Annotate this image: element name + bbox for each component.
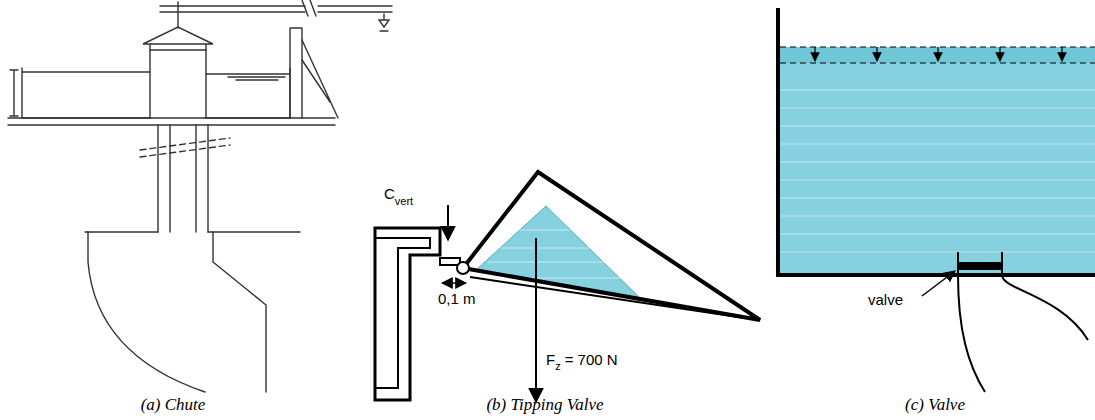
dimension-line [10,70,18,116]
water-lines [780,90,1095,252]
tank-water [780,47,1095,273]
force-symbol: C [384,186,395,203]
water-lines [488,230,625,278]
tank-valve [778,8,1095,392]
valve-disc [958,262,1002,270]
force-arrow [447,205,449,240]
break-line [140,138,230,157]
level-arrow [814,47,815,61]
vent-rod [177,2,178,28]
level-arrow [937,47,938,61]
force-value: = 700 N [565,352,618,369]
level-arrow [1061,47,1062,61]
level-lines [780,47,1095,63]
force-subscript: z [555,360,561,372]
level-arrows [815,47,1062,61]
support-post [375,228,440,400]
force-subscript: vert [395,195,413,207]
weight-arrow [535,238,537,402]
post [290,28,302,118]
left-tank [22,68,150,118]
pipe-stub [958,252,1002,275]
part-label: valve [868,292,903,309]
pin-plate [440,258,460,265]
chute-sketch [8,0,392,392]
water-surface [228,77,285,80]
level-arrow [876,47,877,61]
brace [302,40,338,118]
break-mark [302,0,316,16]
chute-inner-wall [213,232,266,392]
lever-arm-dimension [442,282,466,284]
pipe-wall [1002,275,1088,340]
vent-hat [143,27,213,50]
hinge [457,262,469,274]
force-symbol: F [546,352,555,369]
level-symbol [379,14,389,31]
subfigure-caption: (c) Valve [905,396,965,415]
subfigure-caption: (a) Chute [141,396,206,415]
central-shaft [150,50,206,118]
valve-body [463,172,760,320]
level-band [780,47,1095,63]
top-beam [160,6,392,12]
chute-top [85,231,300,232]
valve-floor [470,277,745,318]
dimension-label: 0,1 m [438,291,476,308]
leader-line [922,271,955,296]
pipe-wall [958,275,985,392]
pipes [158,125,208,232]
level-arrow [999,47,1000,61]
tank-wall [778,8,1095,275]
right-tank [206,68,290,118]
tipping-valve [375,172,760,402]
ground-slab [8,118,335,125]
post-inner [375,238,430,388]
subfigure-caption: (b) Tipping Valve [486,396,603,415]
chute-outer-curve [88,232,205,392]
